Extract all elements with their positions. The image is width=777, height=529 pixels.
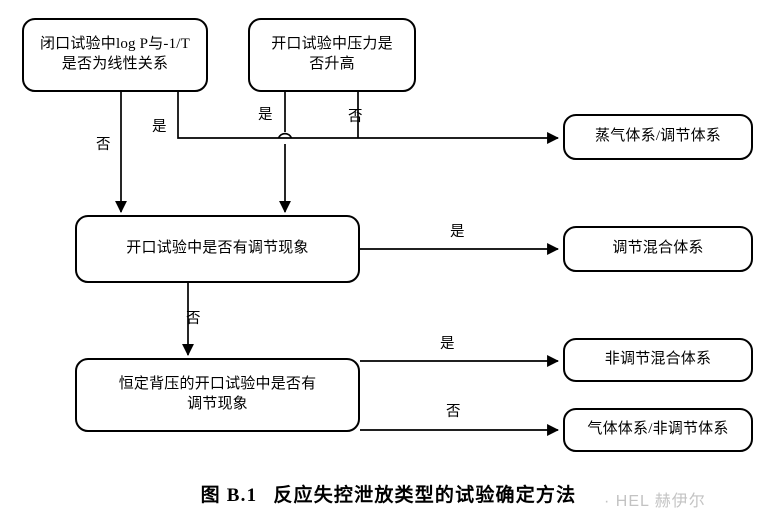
node-gassy-system[interactable]: 气体体系/非调节体系 — [563, 408, 753, 452]
edge-label-backpressure-no: 否 — [446, 404, 461, 420]
node-open-test-tempering[interactable]: 开口试验中是否有调节现象 — [75, 215, 360, 283]
node-untempered-hybrid-label: 非调节混合体系 — [604, 351, 712, 368]
edge-label-backpressure-yes: 是 — [440, 336, 455, 352]
edge-label-open-yes: 是 — [258, 107, 273, 123]
node-vapour-system-label: 蒸气体系/调节体系 — [595, 128, 721, 145]
node-tempered-hybrid-label: 调节混合体系 — [612, 240, 704, 257]
figure-caption: 图 B.1 反应失控泄放类型的试验确定方法 — [0, 480, 777, 507]
node-closed-test-linear[interactable]: 闭口试验中log P与-1/T 是否为线性关系 — [22, 18, 208, 92]
node-open-test-pressure-label: 开口试验中压力是 否升高 — [271, 36, 393, 72]
watermark-text: · HEL 赫伊尔 — [604, 493, 706, 510]
edge-closed-yes — [177, 92, 559, 144]
figure-caption-number: 图 B.1 — [200, 485, 258, 506]
node-gassy-system-label: 气体体系/非调节体系 — [587, 421, 729, 438]
node-backpressure-test-tempering-label: 恒定背压的开口试验中是否有 调节现象 — [118, 376, 317, 412]
node-open-test-pressure[interactable]: 开口试验中压力是 否升高 — [248, 18, 416, 92]
node-closed-test-linear-label: 闭口试验中log P与-1/T 是否为线性关系 — [39, 36, 191, 72]
edge-label-tempering-yes: 是 — [450, 224, 465, 240]
node-open-test-tempering-label: 开口试验中是否有调节现象 — [126, 240, 309, 257]
edge-label-open-no: 否 — [348, 109, 363, 125]
node-backpressure-test-tempering[interactable]: 恒定背压的开口试验中是否有 调节现象 — [75, 358, 360, 432]
node-vapour-system[interactable]: 蒸气体系/调节体系 — [563, 114, 753, 160]
edge-label-closed-no: 否 — [96, 137, 111, 153]
edge-label-tempering-no: 否 — [186, 311, 201, 327]
figure-caption-text: 反应失控泄放类型的试验确定方法 — [273, 485, 577, 506]
line-jump-arc — [277, 132, 293, 139]
node-tempered-hybrid[interactable]: 调节混合体系 — [563, 226, 753, 272]
edge-label-closed-yes: 是 — [152, 119, 167, 135]
node-untempered-hybrid[interactable]: 非调节混合体系 — [563, 338, 753, 382]
